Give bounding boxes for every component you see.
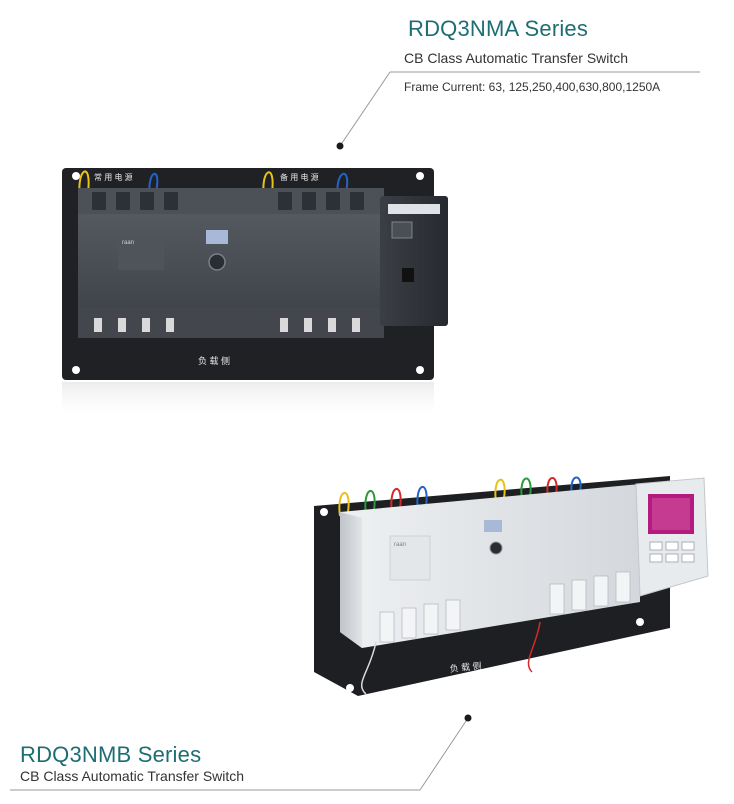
series-b-leader	[10, 714, 472, 791]
label-load-side-b: 负 载 侧	[449, 660, 482, 674]
series-a-title: RDQ3NMA Series	[408, 16, 589, 41]
rdq3nmb-product-image: raan 负 载 侧	[314, 476, 709, 696]
series-b-title: RDQ3NMB Series	[20, 742, 202, 767]
series-a-leader	[336, 71, 700, 150]
rdq3nma-product-image: 常 用 电 源 备 用 电 源 raan 负 载 侧	[62, 168, 448, 420]
brand-label-b: raan	[394, 542, 406, 548]
series-b-subtitle: CB Class Automatic Transfer Switch	[20, 768, 245, 784]
switch-body	[78, 188, 384, 338]
series-a-subtitle: CB Class Automatic Transfer Switch	[404, 50, 629, 66]
label-standby-power: 备 用 电 源	[280, 172, 319, 182]
series-a-frame-current: Frame Current: 63, 125,250,400,630,800,1…	[404, 80, 661, 94]
switch-body-b	[340, 484, 640, 648]
brand-label-a: raan	[122, 240, 134, 246]
label-load-side-a: 负 载 侧	[198, 355, 230, 366]
controller-panel	[380, 196, 448, 326]
label-normal-power: 常 用 电 源	[94, 172, 133, 182]
